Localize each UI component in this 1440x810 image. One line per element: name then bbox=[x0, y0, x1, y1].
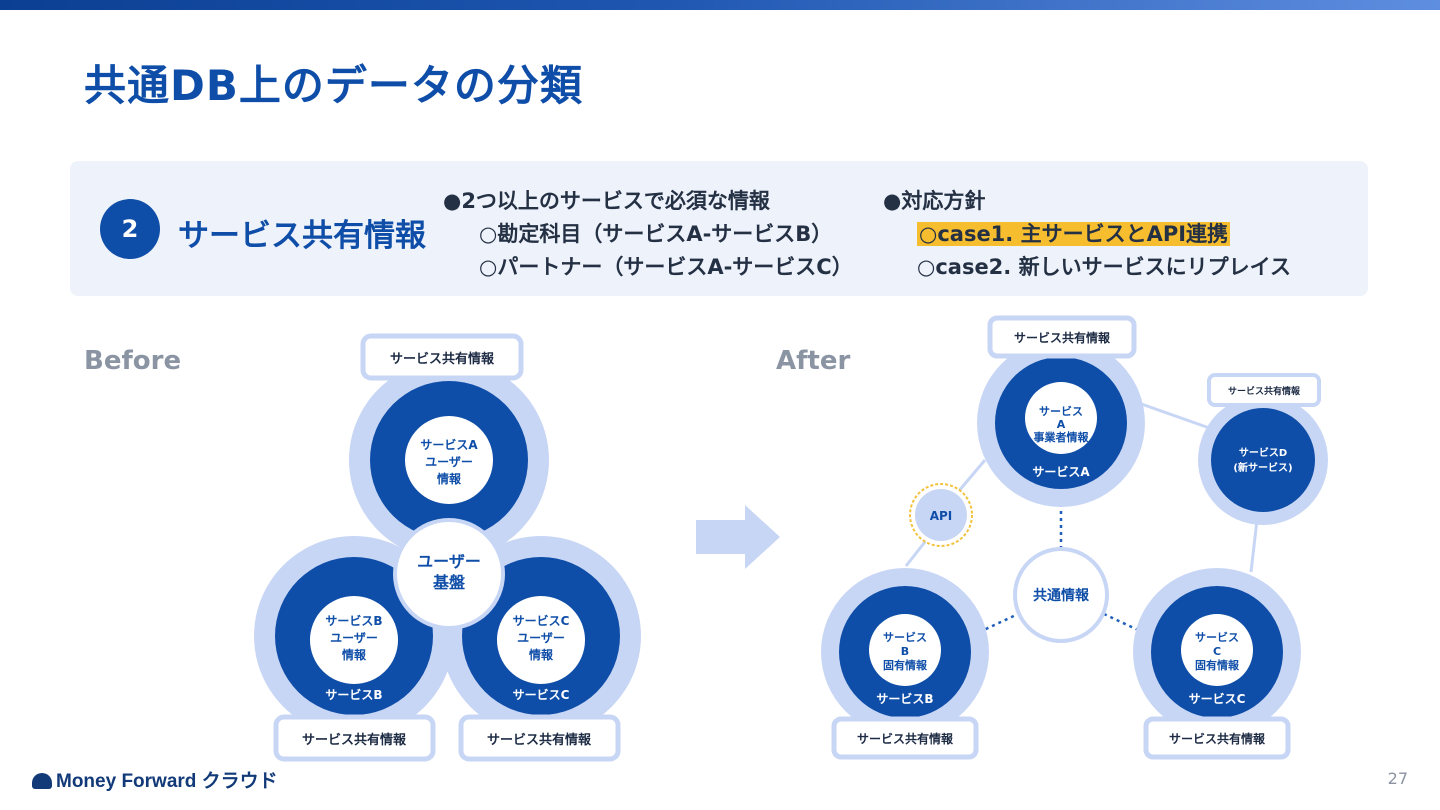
after-shared-tag-c bbox=[1143, 716, 1291, 760]
after-label: After bbox=[776, 346, 851, 376]
brand-name: Money Forward クラウド bbox=[56, 771, 278, 792]
after-a-name: サービスA bbox=[1032, 464, 1090, 479]
link-api-b bbox=[904, 537, 930, 567]
after-service-b-inner bbox=[869, 614, 941, 686]
section-title: サービス共有情報 bbox=[178, 218, 426, 254]
page-number: 27 bbox=[1387, 769, 1408, 788]
after-shared-tag-b bbox=[831, 716, 979, 760]
service-d-line1: サービスD bbox=[1239, 446, 1287, 459]
policy-item-1: ○case1. 主サービスとAPI連携 bbox=[917, 222, 1231, 246]
before-service-b-inner bbox=[310, 596, 398, 684]
before-b-inner-line1: サービスB bbox=[325, 613, 382, 628]
before-a-inner-line2: ユーザー bbox=[425, 455, 473, 469]
before-shared-tag-b bbox=[273, 714, 436, 762]
before-b-inner-line3: 情報 bbox=[342, 647, 367, 662]
user-platform-line2: 基盤 bbox=[432, 573, 466, 592]
after-a-inner-line3: 事業者情報 bbox=[1034, 430, 1090, 444]
policy-heading: ●対応方針 bbox=[883, 189, 986, 213]
before-shared-tag-c bbox=[458, 714, 621, 762]
policy-item-2: ○case2. 新しいサービスにリプレイス bbox=[917, 255, 1291, 279]
before-a-inner-line3: 情報 bbox=[437, 471, 462, 486]
before-shared-label-a: サービス共有情報 bbox=[390, 351, 495, 367]
link-d-c bbox=[1249, 519, 1259, 573]
example-item-2: ○パートナー（サービスA-サービスC） bbox=[479, 255, 853, 279]
after-b-inner-line2: B bbox=[901, 645, 909, 658]
after-c-inner-line1: サービス bbox=[1195, 630, 1239, 644]
brand-logo: Money Forward クラウド bbox=[32, 766, 278, 793]
before-c-inner-line1: サービスC bbox=[513, 613, 570, 628]
after-a-inner-line2: A bbox=[1057, 418, 1066, 431]
link-a-d bbox=[1129, 398, 1216, 432]
page-title: 共通DB上のデータの分類 bbox=[84, 61, 583, 110]
api-node bbox=[915, 489, 967, 541]
before-shared-label-c: サービス共有情報 bbox=[487, 732, 592, 748]
after-shared-tag-a bbox=[987, 315, 1137, 359]
before-shared-tag-a bbox=[360, 333, 524, 381]
common-info-circle bbox=[1017, 551, 1105, 639]
after-b-inner-line1: サービス bbox=[883, 630, 927, 644]
before-c-name: サービスC bbox=[513, 687, 570, 702]
transition-arrow-icon bbox=[696, 505, 780, 569]
common-info-label: 共通情報 bbox=[1033, 587, 1090, 604]
after-a-inner-line1: サービス bbox=[1039, 404, 1083, 418]
after-shared-label-a: サービス共有情報 bbox=[1014, 330, 1111, 345]
before-label: Before bbox=[84, 346, 182, 376]
before-service-c-inner bbox=[497, 596, 585, 684]
requirement-bullet: ●2つ以上のサービスで必須な情報 bbox=[443, 189, 770, 213]
after-shared-label-b: サービス共有情報 bbox=[857, 731, 954, 746]
after-c-inner-line2: C bbox=[1213, 645, 1221, 658]
after-c-inner-line3: 固有情報 bbox=[1195, 658, 1240, 672]
dotted-link-c-common bbox=[1103, 612, 1139, 632]
service-d-shared-label: サービス共有情報 bbox=[1228, 385, 1301, 397]
before-b-name: サービスB bbox=[325, 687, 382, 702]
top-accent-bar bbox=[0, 0, 1440, 10]
service-d-line2: (新サービス) bbox=[1233, 461, 1292, 474]
after-diagram: サービス A 事業者情報 サービスA サービス共有情報 サービスD (新サービス… bbox=[821, 315, 1328, 760]
brand-mark-icon bbox=[32, 773, 52, 789]
before-service-a-inner bbox=[405, 416, 493, 504]
after-shared-label-c: サービス共有情報 bbox=[1169, 731, 1266, 746]
before-c-inner-line2: ユーザー bbox=[517, 631, 565, 645]
before-shared-label-b: サービス共有情報 bbox=[302, 732, 407, 748]
after-b-inner-line3: 固有情報 bbox=[883, 658, 928, 672]
after-service-c-inner bbox=[1181, 614, 1253, 686]
link-a-api bbox=[956, 459, 987, 493]
service-d-circle bbox=[1211, 408, 1315, 512]
policy-item-1-wrap: ○case1. 主サービスとAPI連携 bbox=[917, 218, 1231, 248]
example-item-1: ○勘定科目（サービスA-サービスB） bbox=[479, 222, 833, 246]
before-b-inner-line2: ユーザー bbox=[330, 631, 378, 645]
after-b-name: サービスB bbox=[876, 691, 933, 706]
service-d-shared-tag bbox=[1207, 373, 1321, 407]
user-platform-line1: ユーザー bbox=[417, 552, 481, 571]
section-number-badge: 2 bbox=[100, 199, 160, 259]
user-platform-circle bbox=[397, 522, 501, 626]
before-diagram: サービスA ユーザー 情報 サービスB ユーザー 情報 サービスB サービスC … bbox=[254, 333, 641, 762]
after-service-a-inner bbox=[1025, 382, 1097, 454]
api-label: API bbox=[930, 509, 953, 523]
after-c-name: サービスC bbox=[1189, 691, 1246, 706]
before-a-inner-line1: サービスA bbox=[420, 437, 478, 452]
before-c-inner-line3: 情報 bbox=[529, 647, 554, 662]
